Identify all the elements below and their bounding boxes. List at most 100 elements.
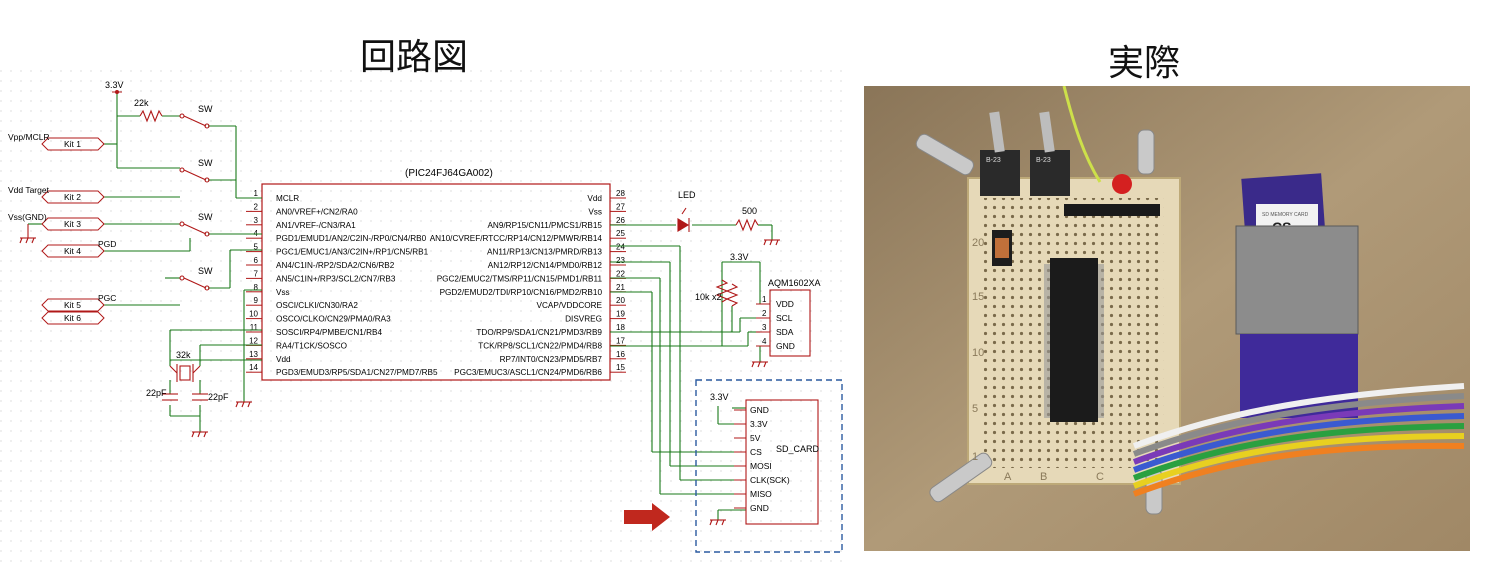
svg-text:PGC1/EMUC1/AN3/C2IN+/RP1/CN5/R: PGC1/EMUC1/AN3/C2IN+/RP1/CN5/RB1 [276,248,429,257]
svg-text:MOSI: MOSI [750,461,772,471]
svg-text:12: 12 [249,336,258,345]
svg-text:3: 3 [762,323,767,332]
svg-text:Vpp/MCLR: Vpp/MCLR [8,132,50,142]
svg-text:2: 2 [254,202,259,211]
switch-label-3: SW [198,212,213,222]
led-resistor-label: 500 [742,206,757,216]
svg-text:8: 8 [254,283,259,292]
switch-label-1: SW [198,104,213,114]
i2c-power-label: 3.3V [730,252,749,262]
svg-text:TCK/RP8/SCL1/CN22/PMD4/RB8: TCK/RP8/SCL1/CN22/PMD4/RB8 [478,341,602,350]
svg-text:OSCI/CLKI/CN30/RA2: OSCI/CLKI/CN30/RA2 [276,301,358,310]
resistors [139,109,759,307]
i2c-resistor-label: 10k x2 [695,292,722,302]
kit-port-1: Kit 1 Vpp/MCLR [8,132,105,151]
svg-text:14: 14 [249,363,258,372]
sd-pin-1: GND [734,405,769,415]
standoffs [915,129,1163,515]
ground-symbols [19,224,780,526]
board-col-labels: A B C [1004,471,1104,483]
svg-text:MISO: MISO [750,489,772,499]
svg-text:Vdd Target: Vdd Target [8,185,50,195]
lcd-pin-3: 3 SDA [756,323,794,337]
crystal-circuit [162,364,208,401]
power-label: 3.3V [105,80,124,90]
svg-text:24: 24 [616,243,625,252]
svg-text:11: 11 [250,323,259,332]
sd-highlight-frame [695,379,843,553]
cap-right-label: 22pF [208,392,229,402]
svg-text:26: 26 [616,216,625,225]
red-led [1112,174,1132,194]
svg-text:27: 27 [616,202,625,211]
led-label: LED [678,190,696,200]
svg-text:25: 25 [616,229,625,238]
chip-legs [1044,264,1104,418]
sd-socket [1235,225,1359,335]
svg-text:20: 20 [616,296,625,305]
svg-text:PGD2/EMUD2/TDI/RP10/CN16/PMD2/: PGD2/EMUD2/TDI/RP10/CN16/PMD2/RB10 [440,288,603,297]
sd-pin-3: 5V [734,433,761,443]
svg-text:18: 18 [616,323,625,332]
sd-pin-5: MOSI [734,461,772,471]
pointer-arrow [624,503,670,531]
svg-text:Vss(GND): Vss(GND) [8,212,47,222]
svg-text:Kit 4: Kit 4 [64,246,81,256]
svg-text:Kit 6: Kit 6 [64,313,81,323]
svg-text:5: 5 [972,403,978,415]
pullup-resistor-label: 22k [134,98,149,108]
svg-text:15: 15 [616,363,625,372]
power-3v3-symbol [112,90,122,94]
svg-text:TDO/RP9/SDA1/CN21/PMD3/RB9: TDO/RP9/SDA1/CN21/PMD3/RB9 [476,328,602,337]
svg-text:19: 19 [616,310,625,319]
svg-text:22: 22 [616,269,625,278]
svg-text:Kit 2: Kit 2 [64,192,81,202]
board-photo: B-23 B-23 20 15 10 5 1 A B C CS SD MEMOR… [864,86,1470,551]
svg-text:VDD: VDD [776,299,794,309]
svg-text:10: 10 [249,310,258,319]
svg-text:CS: CS [750,447,762,457]
sd-pin-4: CS [734,447,762,457]
switch-label-2: SW [198,158,213,168]
svg-text:23: 23 [616,256,625,265]
svg-text:9: 9 [254,296,259,305]
svg-text:OSCO/CLKO/CN29/PMA0/RA3: OSCO/CLKO/CN29/PMA0/RA3 [276,315,391,324]
svg-text:AN0/VREF+/CN2/RA0: AN0/VREF+/CN2/RA0 [276,207,358,216]
svg-text:DISVREG: DISVREG [565,315,602,324]
svg-text:7: 7 [254,269,259,278]
svg-text:SDA: SDA [776,327,794,337]
toggle-switches: B-23 B-23 [980,111,1070,196]
svg-text:GND: GND [750,503,769,513]
svg-text:6: 6 [254,256,259,265]
svg-text:16: 16 [616,350,625,359]
svg-text:3.3V: 3.3V [750,419,768,429]
svg-text:SOSCI/RP4/PMBE/CN1/RB4: SOSCI/RP4/PMBE/CN1/RB4 [276,328,382,337]
cap-left-label: 22pF [146,388,167,398]
svg-text:Kit 5: Kit 5 [64,300,81,310]
svg-text:Kit 1: Kit 1 [64,139,81,149]
svg-text:17: 17 [616,336,625,345]
circuit-schematic: (PIC24FJ64GA002) 1MCLR2AN0/VREF+/CN2/RA0… [0,70,850,570]
svg-text:Vss: Vss [276,288,290,297]
lcd-module-body [769,289,811,357]
